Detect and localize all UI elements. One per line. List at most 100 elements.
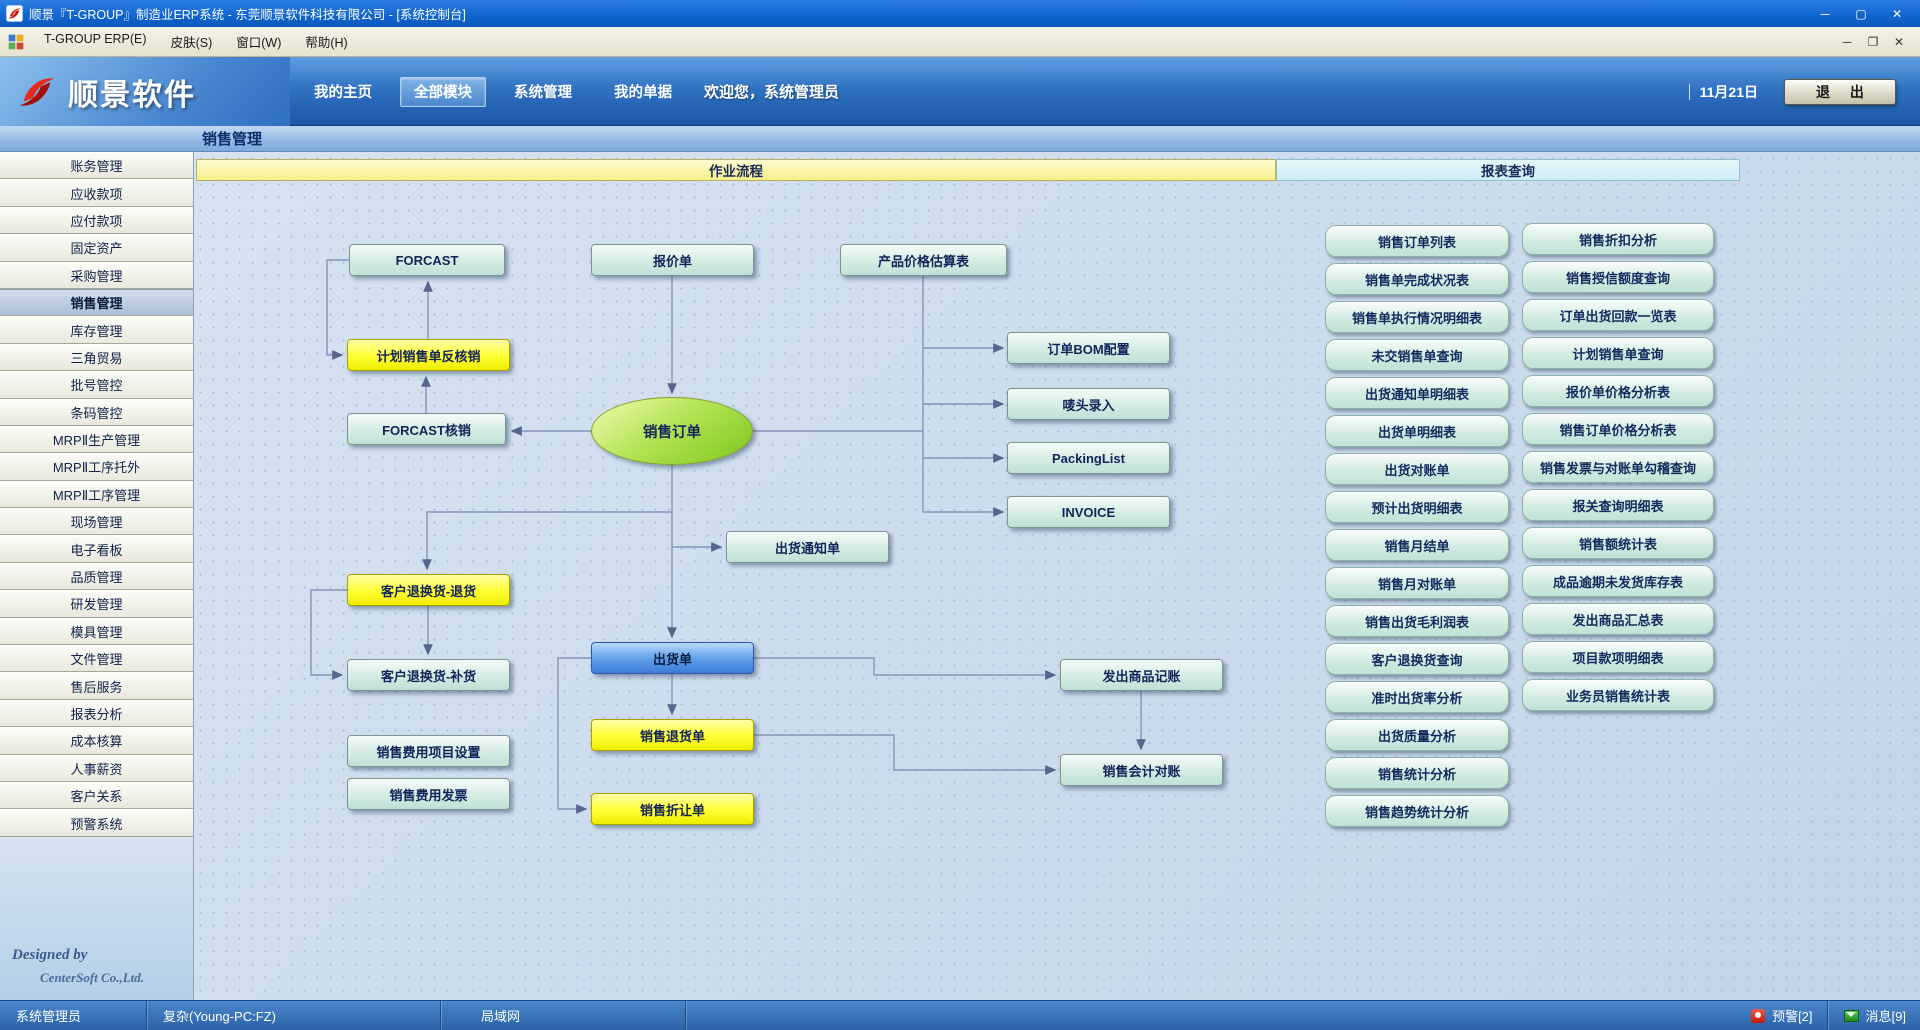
sidebar-item-15[interactable]: 品质管理 [0, 562, 193, 591]
report-button-c0-12[interactable]: 准时出货率分析 [1325, 681, 1509, 713]
menu-bar: T-GROUP ERP(E) 皮肤(S) 窗口(W) 帮助(H) ─ ❐ ✕ [0, 27, 1920, 57]
section-header-workflow: 作业流程 [196, 159, 1276, 181]
report-button-c1-11[interactable]: 项目款项明细表 [1522, 641, 1714, 673]
sidebar-item-18[interactable]: 文件管理 [0, 645, 193, 673]
report-button-c0-3[interactable]: 未交销售单查询 [1325, 339, 1509, 371]
report-button-c1-7[interactable]: 报关查询明细表 [1522, 489, 1714, 521]
report-button-c0-11[interactable]: 客户退换货查询 [1325, 643, 1509, 675]
report-button-c0-14[interactable]: 销售统计分析 [1325, 757, 1509, 789]
minimize-button[interactable]: ─ [1820, 6, 1830, 21]
flow-node-15[interactable]: 销售折让单 [591, 793, 754, 825]
tab-3[interactable]: 我的单据 [614, 85, 672, 101]
report-button-c1-6[interactable]: 销售发票与对账单勾稽查询 [1522, 451, 1714, 483]
report-button-c0-6[interactable]: 出货对账单 [1325, 453, 1509, 485]
tab-0[interactable]: 我的主页 [314, 85, 372, 101]
report-button-c1-10[interactable]: 发出商品汇总表 [1522, 603, 1714, 635]
sidebar-item-3[interactable]: 固定资产 [0, 234, 193, 262]
sidebar-item-8[interactable]: 批号管控 [0, 371, 193, 399]
messages-indicator[interactable]: 消息[9] [1828, 1001, 1920, 1030]
report-button-c1-3[interactable]: 计划销售单查询 [1522, 337, 1714, 369]
mdi-close-button[interactable]: ✕ [1893, 34, 1905, 49]
menu-item-3[interactable]: 帮助(H) [305, 36, 348, 50]
sidebar-item-23[interactable]: 客户关系 [0, 781, 193, 810]
flow-node-6[interactable]: 订单BOM配置 [1007, 332, 1170, 364]
report-button-c0-8[interactable]: 销售月结单 [1325, 529, 1509, 561]
report-button-c0-0[interactable]: 销售订单列表 [1325, 225, 1509, 257]
sidebar-item-22[interactable]: 人事薪资 [0, 754, 193, 782]
report-button-c0-7[interactable]: 预计出货明细表 [1325, 491, 1509, 523]
report-button-c1-9[interactable]: 成品逾期未发货库存表 [1522, 565, 1714, 597]
report-button-c0-2[interactable]: 销售单执行情况明细表 [1325, 301, 1509, 333]
menu-item-1[interactable]: 皮肤(S) [170, 36, 213, 50]
report-button-c0-1[interactable]: 销售单完成状况表 [1325, 263, 1509, 295]
flow-node-8[interactable]: PackingList [1007, 442, 1170, 474]
report-button-c0-5[interactable]: 出货单明细表 [1325, 415, 1509, 447]
mdi-restore-button[interactable]: ❐ [1867, 34, 1879, 49]
sidebar-item-13[interactable]: 现场管理 [0, 508, 193, 536]
flow-node-1[interactable]: 报价单 [591, 244, 754, 276]
alerts-indicator[interactable]: 预警[2] [1735, 1001, 1828, 1030]
report-button-c1-8[interactable]: 销售额统计表 [1522, 527, 1714, 559]
flow-node-13[interactable]: 出货单 [591, 642, 754, 674]
module-sidebar: 账务管理应收款项应付款项固定资产采购管理销售管理库存管理三角贸易批号管控条码管控… [0, 152, 194, 1000]
exit-button[interactable]: 退 出 [1784, 78, 1896, 105]
report-button-c0-10[interactable]: 销售出货毛利润表 [1325, 605, 1509, 637]
sidebar-item-0[interactable]: 账务管理 [0, 152, 193, 180]
window-title: 顺景『T-GROUP』制造业ERP系统 - 东莞顺景软件科技有限公司 - [系统… [29, 8, 466, 22]
sidebar-item-21[interactable]: 成本核算 [0, 727, 193, 755]
report-button-c0-15[interactable]: 销售趋势统计分析 [1325, 795, 1509, 827]
sidebar-item-12[interactable]: MRPⅡ工序管理 [0, 480, 193, 509]
flow-node-19[interactable]: 销售会计对账 [1060, 754, 1223, 786]
flow-node-4[interactable]: FORCAST核销 [347, 413, 506, 445]
flow-node-16[interactable]: 销售费用项目设置 [347, 735, 510, 767]
report-button-c0-13[interactable]: 出货质量分析 [1325, 719, 1509, 751]
flow-node-12[interactable]: 客户退换货-补货 [347, 659, 510, 691]
sidebar-item-16[interactable]: 研发管理 [0, 590, 193, 618]
page-title-bar: 销售管理 [0, 126, 1920, 152]
sidebar-item-2[interactable]: 应付款项 [0, 206, 193, 235]
sidebar-item-14[interactable]: 电子看板 [0, 535, 193, 563]
sidebar-item-5[interactable]: 销售管理 [0, 288, 193, 317]
flow-node-0[interactable]: FORCAST [349, 244, 505, 276]
report-button-c0-4[interactable]: 出货通知单明细表 [1325, 377, 1509, 409]
flow-node-3[interactable]: 计划销售单反核销 [347, 339, 510, 371]
report-button-c1-5[interactable]: 销售订单价格分析表 [1522, 413, 1714, 445]
flow-node-18[interactable]: 发出商品记账 [1060, 659, 1223, 691]
flow-node-7[interactable]: 唛头录入 [1007, 388, 1170, 420]
menu-item-0[interactable]: T-GROUP ERP(E) [44, 32, 147, 46]
report-button-c1-4[interactable]: 报价单价格分析表 [1522, 375, 1714, 407]
report-button-c1-0[interactable]: 销售折扣分析 [1522, 223, 1714, 255]
sidebar-item-10[interactable]: MRPⅡ生产管理 [0, 425, 193, 454]
mdi-minimize-button[interactable]: ─ [1842, 34, 1852, 49]
flow-node-10[interactable]: 出货通知单 [726, 531, 889, 563]
sidebar-item-20[interactable]: 报表分析 [0, 699, 193, 728]
close-button[interactable]: ✕ [1891, 6, 1903, 21]
flow-node-14[interactable]: 销售退货单 [591, 719, 754, 751]
sidebar-item-7[interactable]: 三角贸易 [0, 343, 193, 372]
sidebar-item-4[interactable]: 采购管理 [0, 261, 193, 289]
flow-node-9[interactable]: INVOICE [1007, 496, 1170, 528]
sidebar-item-17[interactable]: 模具管理 [0, 617, 193, 646]
report-button-c1-2[interactable]: 订单出货回款一览表 [1522, 299, 1714, 331]
tab-1[interactable]: 全部模块 [400, 76, 486, 107]
sidebar-item-6[interactable]: 库存管理 [0, 316, 193, 344]
report-button-c1-1[interactable]: 销售授信额度查询 [1522, 261, 1714, 293]
sidebar-list: 账务管理应收款项应付款项固定资产采购管理销售管理库存管理三角贸易批号管控条码管控… [0, 152, 193, 837]
report-button-c0-9[interactable]: 销售月对账单 [1325, 567, 1509, 599]
maximize-button[interactable]: ▢ [1855, 6, 1867, 21]
sidebar-item-1[interactable]: 应收款项 [0, 179, 193, 207]
report-button-c1-12[interactable]: 业务员销售统计表 [1522, 679, 1714, 711]
flow-node-2[interactable]: 产品价格估算表 [840, 244, 1007, 276]
sidebar-item-9[interactable]: 条码管控 [0, 398, 193, 426]
flow-node-11[interactable]: 客户退换货-退货 [347, 574, 510, 606]
flow-node-5[interactable]: 销售订单 [591, 397, 753, 465]
tab-2[interactable]: 系统管理 [514, 85, 572, 101]
sidebar-item-19[interactable]: 售后服务 [0, 672, 193, 700]
flow-node-17[interactable]: 销售费用发票 [347, 778, 510, 810]
sidebar-item-24[interactable]: 预警系统 [0, 809, 193, 837]
menu-item-2[interactable]: 窗口(W) [236, 36, 282, 50]
status-machine: 复杂(Young-PC:FZ) [147, 1001, 441, 1030]
sidebar-item-11[interactable]: MRPⅡ工序托外 [0, 453, 193, 481]
